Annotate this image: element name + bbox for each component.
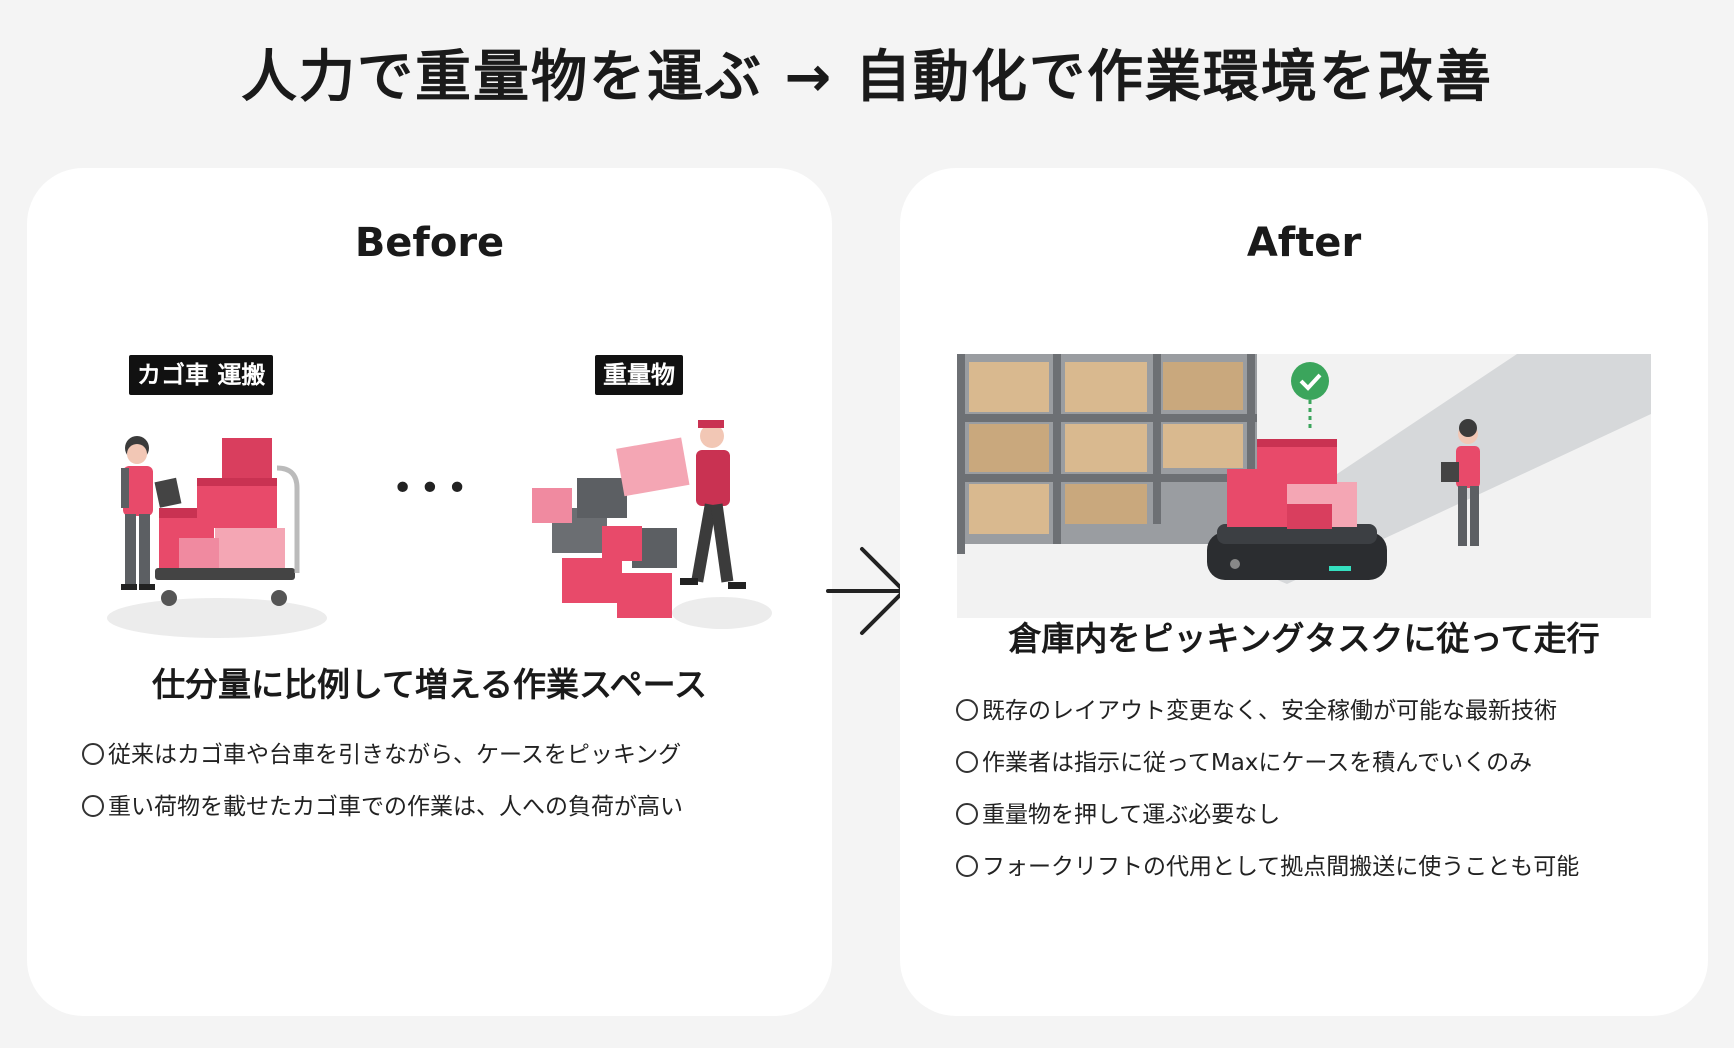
circle-bullet-icon xyxy=(956,751,978,773)
warehouse-robot-illustration xyxy=(957,354,1651,618)
after-heading: After xyxy=(1246,220,1362,266)
worker-with-cart-illustration xyxy=(107,436,327,638)
before-heading: Before xyxy=(354,220,505,266)
worker-heavy-boxes-illustration xyxy=(532,420,772,629)
list-item: フォークリフトの代用として拠点間搬送に使うことも可能 xyxy=(956,841,1579,893)
tag-cart-transport: カゴ車 運搬 xyxy=(129,355,274,395)
after-card: After xyxy=(900,168,1708,1016)
before-card: Before カゴ車 運搬 重量物 ••• xyxy=(27,168,832,1016)
circle-bullet-icon xyxy=(82,795,104,817)
list-item: 従来はカゴ車や台車を引きながら、ケースをピッキング xyxy=(82,729,683,781)
circle-bullet-icon xyxy=(956,699,978,721)
check-circle-icon xyxy=(1291,362,1329,400)
ellipsis-dots: ••• xyxy=(392,468,474,509)
after-bullet-list: 既存のレイアウト変更なく、安全稼働が可能な最新技術 作業者は指示に従ってMaxに… xyxy=(956,685,1579,893)
before-bullet-list: 従来はカゴ車や台車を引きながら、ケースをピッキング 重い荷物を載せたカゴ車での作… xyxy=(82,729,683,833)
list-item: 重量物を押して運ぶ必要なし xyxy=(956,789,1579,841)
arrow-right-icon xyxy=(826,547,906,635)
page-title: 人力で重量物を運ぶ → 自動化で作業環境を改善 xyxy=(241,45,1493,110)
circle-bullet-icon xyxy=(956,803,978,825)
list-item: 作業者は指示に従ってMaxにケースを積んでいくのみ xyxy=(956,737,1579,789)
circle-bullet-icon xyxy=(956,855,978,877)
circle-bullet-icon xyxy=(82,743,104,765)
list-item: 重い荷物を載せたカゴ車での作業は、人への負荷が高い xyxy=(82,781,683,833)
tag-heavy-goods: 重量物 xyxy=(595,355,683,395)
before-subheading: 仕分量に比例して増える作業スペース xyxy=(151,665,708,704)
after-subheading: 倉庫内をピッキングタスクに従って走行 xyxy=(1008,619,1600,658)
list-item: 既存のレイアウト変更なく、安全稼働が可能な最新技術 xyxy=(956,685,1579,737)
